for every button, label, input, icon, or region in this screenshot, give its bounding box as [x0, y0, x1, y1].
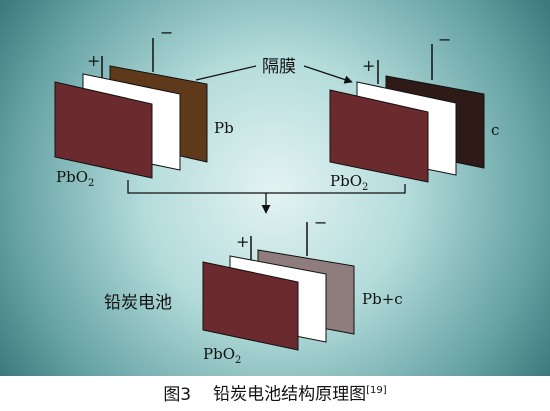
right-c-label: c	[491, 121, 499, 139]
bottom-positive-sign: +	[236, 232, 249, 251]
bottom-pbo2-plate	[202, 261, 299, 351]
left-cell: − + Pb PbO2	[54, 23, 234, 189]
bottom-pbc-label: Pb+c	[362, 290, 403, 308]
bottom-cell: − + 铅炭电池 Pb+c PbO2	[104, 213, 403, 366]
separator-arrow	[303, 65, 353, 84]
figure-caption: 图3 铅炭电池结构原理图[19]	[0, 376, 550, 406]
left-positive-sign: +	[87, 51, 100, 70]
left-pbo2-plate	[54, 81, 153, 179]
left-pbo2-label: PbO2	[56, 168, 94, 189]
separator-label: 隔膜	[262, 57, 296, 77]
right-cell: − + c PbO2	[329, 30, 499, 193]
bottom-cell-name: 铅炭电池	[104, 293, 172, 313]
separator-leader-line	[195, 65, 257, 81]
right-negative-sign: −	[438, 30, 451, 49]
right-positive-sign: +	[362, 56, 375, 75]
bottom-negative-sign: −	[314, 213, 327, 232]
left-negative-sign: −	[160, 23, 173, 42]
figure-number: 图3	[163, 384, 192, 405]
left-pb-label: Pb	[214, 119, 234, 137]
right-pbo2-label: PbO2	[330, 172, 368, 193]
right-pbo2-plate	[329, 89, 429, 183]
figure-reference: [19]	[366, 385, 387, 396]
bottom-pbo2-label: PbO2	[203, 345, 241, 366]
diagram-canvas: − + Pb PbO2 隔膜 − + c PbO2	[0, 0, 550, 376]
figure-title: 铅炭电池结构原理图	[213, 384, 367, 405]
